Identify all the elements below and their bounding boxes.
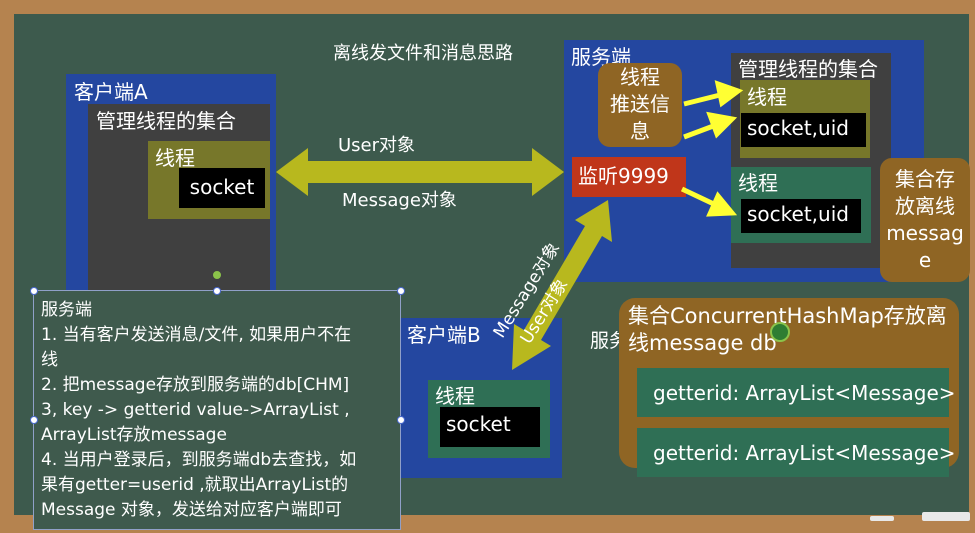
resize-handle[interactable] bbox=[213, 287, 221, 295]
resize-handle[interactable] bbox=[30, 416, 38, 424]
resize-handle[interactable] bbox=[30, 287, 38, 295]
notes-line: 果有getter=userid ,就取出ArrayList的 bbox=[41, 475, 349, 495]
push-arrow-2 bbox=[683, 122, 717, 140]
notes-line: 2. 把message存放到服务端的db[CHM] bbox=[41, 375, 350, 395]
server-thread-1-socket: socket,uid bbox=[741, 113, 866, 147]
double-arrow-icon bbox=[276, 148, 564, 196]
resize-handle[interactable] bbox=[397, 287, 405, 295]
cursor-badge-icon bbox=[770, 322, 790, 342]
chalk-piece bbox=[870, 516, 894, 521]
notes-line: 线 bbox=[41, 350, 58, 370]
notes-line: 3, key -> getterid value->ArrayList , bbox=[41, 400, 350, 420]
yellow-arrows bbox=[680, 80, 744, 217]
diagonal-double-arrow-icon bbox=[512, 200, 612, 370]
client-b-thread-label: 线程 bbox=[435, 384, 475, 408]
notes-line: Message 对象，发送给对应客户端即可 bbox=[41, 500, 342, 520]
notes-line: 4. 当用户登录后，到服务端db去查找，如 bbox=[41, 450, 357, 470]
client-b-label: 客户端B bbox=[407, 323, 481, 347]
chm-row bbox=[637, 368, 949, 417]
push-arrow-3 bbox=[680, 186, 720, 209]
server-push-thread bbox=[598, 63, 682, 147]
rotate-handle[interactable] bbox=[213, 271, 221, 279]
notes-line: 服务端 bbox=[41, 300, 92, 320]
message-object-label: Message对象 bbox=[342, 190, 457, 211]
diagram-title: 离线发文件和消息思路 bbox=[333, 43, 513, 64]
client-a-manager-label: 管理线程的集合 bbox=[96, 109, 236, 133]
eraser bbox=[922, 512, 970, 521]
server-manager-label: 管理线程的集合 bbox=[738, 57, 878, 81]
server-push-label: 线程 推送信 息 bbox=[610, 65, 670, 143]
server-thread-2-label: 线程 bbox=[738, 171, 778, 195]
client-a-label: 客户端A bbox=[74, 80, 148, 104]
chm-label: 集合ConcurrentHashMap存放离 线message db bbox=[628, 304, 947, 355]
chm-row-text: getterid: ArrayList<Message> bbox=[653, 441, 956, 465]
client-a-thread-label: 线程 bbox=[155, 146, 195, 170]
push-arrow-1-head-icon bbox=[714, 80, 744, 108]
chm-row bbox=[637, 428, 949, 477]
notes-line: ArrayList存放message bbox=[41, 425, 227, 445]
partial-server-label: 服务 bbox=[590, 330, 629, 352]
user-object-label: User对象 bbox=[338, 135, 416, 156]
offline-message-set bbox=[880, 158, 970, 282]
server-thread-2-socket: socket,uid bbox=[741, 199, 861, 233]
chm-row-text: getterid: ArrayList<Message> bbox=[653, 381, 956, 405]
offline-message-set-label: 集合存 放离线 messag e bbox=[886, 167, 964, 272]
client-b-socket: socket bbox=[440, 407, 540, 447]
client-a-socket: socket bbox=[179, 168, 265, 208]
server-thread-1-label: 线程 bbox=[747, 85, 787, 109]
push-arrow-3-head-icon bbox=[706, 191, 738, 217]
notes-textbox[interactable]: 服务端 1. 当有客户发送消息/文件, 如果用户不在 线 2. 把message… bbox=[33, 290, 401, 530]
push-arrow-2-head-icon bbox=[706, 111, 738, 139]
server-listen-port: 监听9999 bbox=[572, 157, 686, 197]
resize-handle[interactable] bbox=[397, 416, 405, 424]
notes-line: 1. 当有客户发送消息/文件, 如果用户不在 bbox=[41, 325, 352, 345]
push-arrow-1 bbox=[683, 91, 725, 107]
